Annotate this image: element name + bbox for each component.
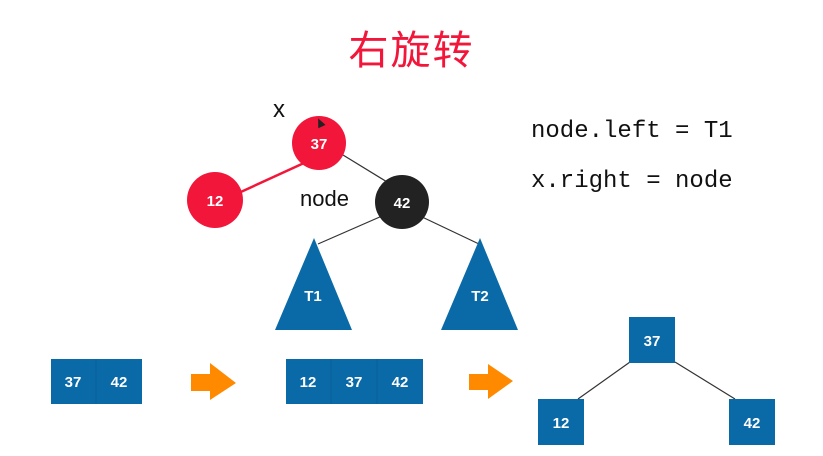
tree-node-37: 37 [292,116,346,170]
node-value: 12 [207,193,224,210]
subtree-label: T1 [304,288,322,305]
label-x: x [273,96,285,123]
edge-42-t1 [317,215,383,245]
node-value: 37 [311,136,328,153]
key-box-1: 37 42 [51,359,142,404]
box-key: 37 [346,374,363,391]
code-line-1: node.left = T1 [531,118,733,145]
box-key: 37 [644,333,661,350]
arrow-right-icon [469,364,513,399]
edge-result-37-12 [577,361,631,400]
result-node-42: 42 [729,399,775,445]
box-key: 42 [392,374,409,391]
result-node-12: 12 [538,399,584,445]
arrow-right-icon [191,363,236,400]
edge-37-42 [342,154,393,186]
key-box-2: 12 37 42 [286,359,423,404]
node-value: 42 [394,195,411,212]
edge-42-t2 [419,215,480,245]
edge-result-37-42 [674,361,736,400]
box-key: 42 [744,415,761,432]
page-title: 右旋转 [348,28,475,74]
subtree-t2: T2 [441,238,518,330]
label-node: node [300,186,349,211]
tree-node-42: 42 [375,175,429,229]
result-node-37: 37 [629,317,675,363]
subtree-t1: T1 [275,238,352,330]
code-line-2: x.right = node [531,168,733,195]
box-key: 37 [65,374,82,391]
box-key: 12 [300,374,317,391]
box-key: 42 [111,374,128,391]
edge-37-12 [231,161,305,198]
tree-node-12: 12 [187,172,243,228]
box-key: 12 [553,415,570,432]
subtree-label: T2 [471,288,489,305]
